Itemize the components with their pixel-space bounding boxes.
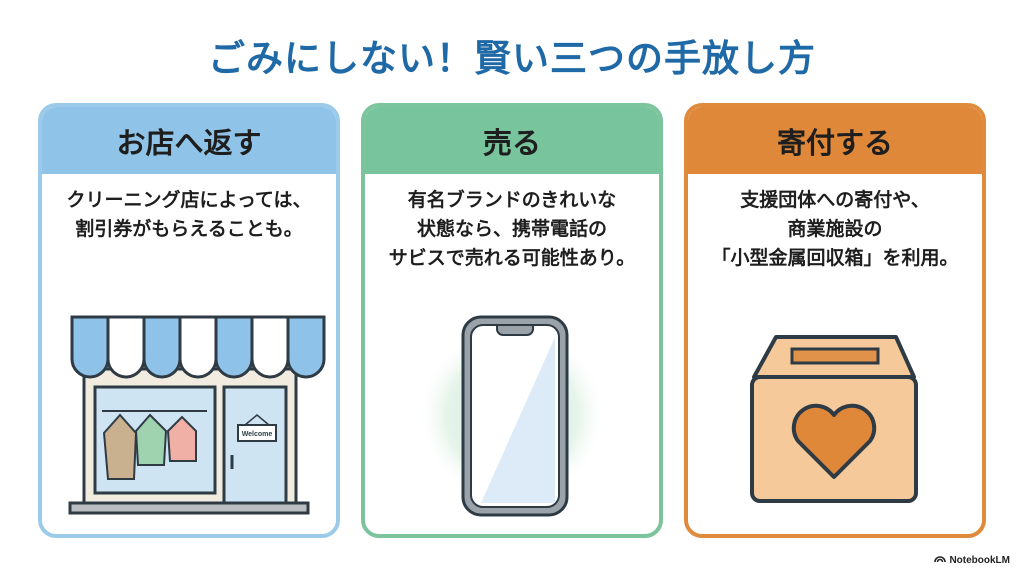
description-line: 状態なら、携帯電話の [416, 218, 607, 240]
description-line: 商業施設の [787, 218, 883, 240]
notebooklm-brand: NotebookLM [934, 554, 1010, 566]
slide-title: ごみにしない！賢い三つの手放し方 [208, 37, 816, 80]
brand-label: NotebookLM [949, 554, 1010, 566]
description-line: 有名ブランドのきれいな [407, 189, 617, 211]
donation-box-icon [688, 327, 982, 531]
card-description: 有名ブランドのきれいな 状態なら、携帯電話の サビスで売れる可能性あり。 [365, 186, 659, 273]
description-line: サビスで売れる可能性あり。 [388, 247, 636, 269]
description-line: クリーニング店によっては、 [66, 189, 312, 211]
description-line: 「小型金属回収箱」を利用。 [711, 247, 959, 269]
card-donate: 寄付する 支援団体への寄付や、 商業施設の 「小型金属回収箱」を利用。 [684, 103, 986, 538]
card-heading: お店へ返す [42, 107, 336, 174]
description-line: 支援団体への寄付や、 [740, 189, 930, 211]
notebooklm-logo-icon [934, 554, 947, 566]
card-description: クリーニング店によっては、 割引券がもらえることも。 [42, 186, 336, 244]
card-sell: 売る 有名ブランドのきれいな 状態なら、携帯電話の サビスで売れる可能性あり。 [361, 103, 663, 538]
description-line: 割引券がもらえることも。 [75, 218, 303, 240]
smartphone-icon [365, 307, 659, 531]
svg-text:Welcome: Welcome [242, 431, 273, 438]
storefront-icon: Welcome [42, 307, 336, 526]
card-return-to-store: お店へ返す クリーニング店によっては、 割引券がもらえることも。 [38, 103, 340, 538]
card-heading: 寄付する [688, 107, 982, 174]
card-heading: 売る [365, 107, 659, 174]
card-description: 支援団体への寄付や、 商業施設の 「小型金属回収箱」を利用。 [688, 186, 982, 273]
